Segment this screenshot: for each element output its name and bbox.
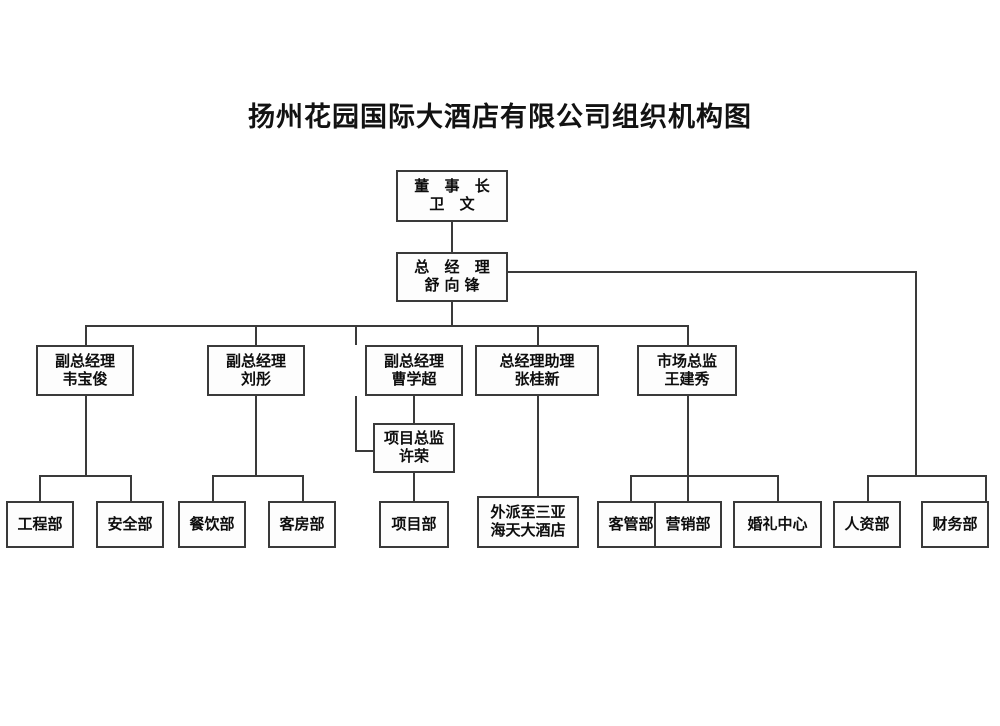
edge-vp1-bus bbox=[39, 475, 132, 477]
edge-bus-into-projdir bbox=[355, 450, 373, 452]
edge-bus-to-fin bbox=[985, 475, 987, 501]
edge-bus-left-drop bbox=[355, 396, 357, 451]
node-vp-wei-baojun[interactable]: 副总经理 韦宝俊 bbox=[36, 345, 134, 396]
node-dept-finance[interactable]: 财务部 bbox=[921, 501, 989, 548]
node-general-manager[interactable]: 总 经 理 舒向锋 bbox=[396, 252, 508, 302]
edge-gm-stem bbox=[451, 302, 453, 326]
node-projdir-person: 许荣 bbox=[398, 447, 429, 465]
node-dept-sec-label: 安全部 bbox=[107, 514, 153, 533]
node-dept-sales[interactable]: 营销部 bbox=[654, 501, 722, 548]
edge-bus-to-fnb bbox=[212, 475, 214, 501]
node-gm-title: 总 经 理 bbox=[414, 258, 495, 277]
node-dept-hr-label: 人资部 bbox=[844, 514, 890, 533]
node-gmasst-title: 总经理助理 bbox=[499, 351, 575, 370]
edge-bus-to-eng bbox=[39, 475, 41, 501]
edge-projdir-to-projdept bbox=[413, 473, 415, 501]
node-dept-sanya-haitian-hotel[interactable]: 外派至三亚 海天大酒店 bbox=[477, 496, 579, 548]
node-gm-assistant-zhang-guixin[interactable]: 总经理助理 张桂新 bbox=[475, 345, 599, 396]
edge-bus-to-hr bbox=[867, 475, 869, 501]
edge-right-trunk bbox=[915, 271, 917, 475]
edge-bus-to-guest bbox=[630, 475, 632, 501]
node-dept-fnb-label: 餐饮部 bbox=[189, 514, 235, 533]
edge-bus-to-vp2 bbox=[255, 325, 257, 345]
node-mktdir-title: 市场总监 bbox=[656, 351, 717, 370]
node-vp3-title: 副总经理 bbox=[383, 351, 444, 370]
node-dept-guest-label: 客管部 bbox=[608, 514, 654, 533]
edge-mktdir-bus bbox=[630, 475, 779, 477]
edge-vp1-stem bbox=[85, 396, 87, 476]
node-vp-cao-xuechao[interactable]: 副总经理 曹学超 bbox=[365, 345, 463, 396]
edge-bus-to-mkt-dir bbox=[687, 325, 689, 345]
edge-bus-to-sales bbox=[687, 475, 689, 501]
node-dept-food-beverage[interactable]: 餐饮部 bbox=[178, 501, 246, 548]
node-dept-wed-label: 婚礼中心 bbox=[747, 514, 808, 533]
node-vp1-person: 韦宝俊 bbox=[62, 369, 108, 388]
node-dept-project[interactable]: 项目部 bbox=[379, 501, 449, 548]
page-title: 扬州花园国际大酒店有限公司组织机构图 bbox=[248, 102, 752, 133]
node-dept-human-resources[interactable]: 人资部 bbox=[833, 501, 901, 548]
node-dept-security[interactable]: 安全部 bbox=[96, 501, 164, 548]
edge-bus-to-sec bbox=[130, 475, 132, 501]
node-projdir-title: 项目总监 bbox=[383, 429, 444, 448]
edge-gm-right-branch bbox=[508, 271, 917, 273]
edge-chairman-gm bbox=[451, 222, 453, 253]
edge-hr-fin-bus bbox=[867, 475, 987, 477]
node-vp2-title: 副总经理 bbox=[225, 351, 286, 370]
node-vp1-title: 副总经理 bbox=[54, 351, 115, 370]
node-dept-wedding-center[interactable]: 婚礼中心 bbox=[733, 501, 822, 548]
node-project-director-xu-rong[interactable]: 项目总监 许荣 bbox=[373, 423, 455, 473]
node-chairman[interactable]: 董 事 长 卫 文 bbox=[396, 170, 508, 222]
node-dept-eng-label: 工程部 bbox=[17, 514, 63, 533]
edge-bus-to-vp3 bbox=[355, 325, 357, 345]
node-vp-liu-tong[interactable]: 副总经理 刘彤 bbox=[207, 345, 305, 396]
node-vp2-person: 刘彤 bbox=[240, 369, 271, 388]
edge-gmasst-to-sanya bbox=[537, 396, 539, 496]
edge-bus-to-gm-asst bbox=[537, 325, 539, 345]
node-vp3-person: 曹学超 bbox=[391, 369, 437, 388]
node-dept-sales-label: 营销部 bbox=[665, 514, 711, 533]
node-dept-room-label: 客房部 bbox=[279, 514, 325, 533]
node-dept-proj-label: 项目部 bbox=[391, 514, 437, 533]
edge-bus-to-wed bbox=[777, 475, 779, 501]
node-chairman-person: 卫 文 bbox=[429, 195, 480, 213]
node-gmasst-person: 张桂新 bbox=[514, 369, 560, 388]
edge-bus-to-vp1 bbox=[85, 325, 87, 345]
node-dept-sanya-line1: 外派至三亚 bbox=[490, 503, 566, 522]
node-dept-housekeeping[interactable]: 客房部 bbox=[268, 501, 336, 548]
edge-vp2-bus bbox=[212, 475, 304, 477]
node-mktdir-person: 王建秀 bbox=[664, 369, 710, 388]
node-dept-guest-management[interactable]: 客管部 bbox=[597, 501, 665, 548]
node-dept-engineering[interactable]: 工程部 bbox=[6, 501, 74, 548]
node-market-director-wang-jianxiu[interactable]: 市场总监 王建秀 bbox=[637, 345, 737, 396]
edge-vp2-stem bbox=[255, 396, 257, 476]
node-dept-fin-label: 财务部 bbox=[932, 514, 978, 533]
edge-level3-bus bbox=[85, 325, 689, 327]
edge-vp3-to-projdir bbox=[413, 396, 415, 423]
node-chairman-title: 董 事 长 bbox=[414, 177, 495, 196]
edge-mktdir-stem bbox=[687, 396, 689, 476]
edge-bus-to-room bbox=[302, 475, 304, 501]
node-gm-person: 舒向锋 bbox=[424, 276, 485, 294]
node-dept-sanya-line2: 海天大酒店 bbox=[490, 521, 566, 539]
